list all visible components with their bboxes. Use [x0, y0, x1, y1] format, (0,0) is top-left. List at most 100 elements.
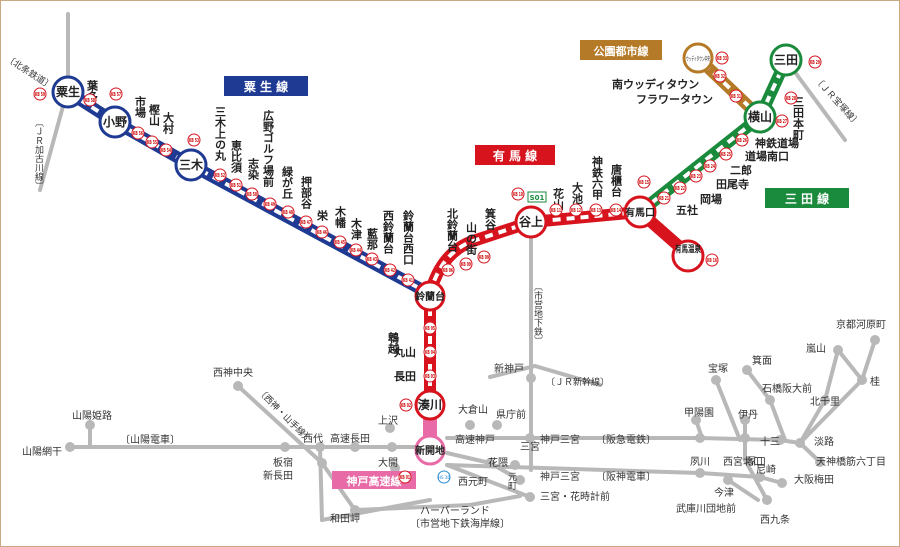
label-tenjinbashi: 天神橋筋六丁目 — [816, 455, 886, 468]
station-code: KB 55 — [147, 140, 157, 146]
label-amagasaki: 尼崎 — [756, 463, 776, 476]
station-code: KB 21 — [659, 196, 669, 202]
station-ono: 小野 — [103, 114, 127, 129]
station-oike: 大池 — [571, 181, 584, 205]
station-code: KB 49 — [265, 202, 275, 208]
label-hankyu: 〔阪急電鉄〕 — [596, 433, 656, 446]
s01-badge — [527, 191, 547, 203]
station-maruyama: 丸山 — [393, 345, 416, 359]
label-awaji: 淡路 — [814, 435, 834, 448]
sanda-small-station-names: 五社 岡場 田尾寺 二郎 道場南口 神鉄道場 三田本町 フラワータウン 南ウッデ… — [612, 77, 805, 217]
station-code: KB 41 — [403, 278, 413, 284]
station-minatogawa: 湊川 — [418, 397, 442, 412]
label-nishidai: 西代 — [303, 433, 323, 445]
major-station-names: 粟生 小野 三木 鈴蘭台 谷上 有馬口 横山 三田 湊川 新開地 — [55, 53, 798, 457]
station-okaba: 岡場 — [700, 192, 722, 206]
station-code: KB 52 — [215, 173, 225, 179]
station-code: KB 12 — [571, 208, 581, 214]
awano-small-station-names: 葉多 市場 樫山 大村 三木上の丸 恵比須 志染 広野ゴルフ場前 緑が丘 押部谷… — [86, 79, 415, 266]
label-shinnagata: 新長田 — [263, 469, 293, 482]
sanda-line-name: 三 田 線 — [785, 191, 829, 206]
station-code: KB 24 — [705, 164, 715, 170]
station-flower: フラワータウン — [636, 93, 713, 106]
label-katsura: 桂 — [870, 375, 880, 388]
station-kiba: 木幡 — [334, 205, 348, 229]
label-hankyu-sannomiya: 神戸三宮 — [540, 433, 580, 446]
awano-line-badge — [224, 76, 308, 96]
kb36-code: HS 36 — [438, 475, 450, 480]
station-code: KB 23 — [691, 174, 701, 180]
station-shintetsurokko: 神鉄六甲 — [591, 155, 604, 201]
station-arimaonsen: 有馬温泉 — [675, 243, 702, 255]
station-nidoba: 二郎 — [730, 163, 752, 177]
label-arashiyama: 嵐山 — [806, 343, 826, 355]
label-shinkansen: 〔ＪＲ新幹線〕 — [546, 376, 609, 388]
station-code: KB 04 — [425, 350, 435, 356]
station-yokoyama: 横山 — [748, 109, 772, 124]
station-code: KB 03 — [425, 374, 435, 380]
station-shinkaichi: 新開地 — [415, 444, 445, 457]
station-sanda: 三田 — [774, 53, 798, 67]
station-mikiuenomaru: 三木上の丸 — [214, 106, 228, 162]
major-stations — [51, 42, 803, 466]
station-code: KB 11 — [551, 208, 561, 214]
awano-line-name: 粟 生 線 — [243, 79, 288, 94]
station-code: KB 01 — [400, 475, 410, 481]
station-omura: 大村 — [162, 111, 175, 135]
station-oshibedani: 押部谷 — [300, 175, 313, 210]
label-wadamisaki: 和田岬 — [330, 513, 360, 525]
label-juso: 十三 — [760, 435, 780, 448]
station-code: KB 54 — [161, 148, 171, 154]
label-hanshin-sannomiya: 神戸三宮 — [540, 470, 580, 483]
station-hiyodorigoe: 鵯越 — [387, 331, 401, 355]
station-code: KB 57 — [111, 92, 121, 98]
station-codes — [33, 51, 822, 484]
station-sanda-honmachi: 三田本町 — [792, 96, 805, 141]
station-karato: 唐櫃台 — [610, 163, 623, 198]
station-code: KB 09 — [461, 262, 471, 268]
station-aibo: 藍那 — [366, 227, 379, 251]
label-itami: 伊丹 — [738, 409, 758, 421]
station-code: KB 15 — [639, 180, 649, 186]
label-tsukaguchi: 塚口 — [746, 456, 766, 468]
station-code: KB 09 — [479, 255, 489, 261]
station-code: KB 33 — [717, 56, 727, 62]
label-nishikujo: 西九条 — [760, 513, 790, 526]
label-ohashi: 大開 — [378, 456, 398, 469]
station-code: KB 44 — [351, 248, 361, 254]
station-code: KB 22 — [675, 186, 685, 192]
station-code: KB 05 — [425, 326, 435, 332]
station-code: KB 16 — [707, 258, 717, 264]
label-kaigan: 〔市営地下鉄海岸線〕 — [410, 517, 510, 530]
label-seishin-chuo: 西神中央 — [213, 366, 253, 379]
label-shiei: 〔市営地下鉄〕 — [532, 282, 543, 345]
south-small-station-names: 鵯越 丸山 長田 — [387, 331, 417, 383]
label-kenchomae: 県庁前 — [496, 408, 526, 421]
station-code: KB 47 — [301, 220, 311, 226]
label-sanyo-aboshi: 山陽網干 — [22, 445, 62, 458]
arima-line-badge — [475, 145, 555, 165]
station-awano: 粟生 — [55, 84, 80, 99]
station-code: KB 42 — [385, 268, 395, 274]
station-code: KB 14 — [611, 208, 621, 214]
station-code: KB 56 — [133, 131, 143, 137]
station-code: KB 32 — [715, 74, 725, 80]
label-mukogawa: 武庫川団地前 — [676, 502, 736, 515]
label-okurayama: 大倉山 — [458, 403, 488, 416]
station-code: KB 31 — [731, 94, 741, 100]
label-kitasenri: 北千里 — [810, 396, 840, 408]
station-suzurandai: 鈴蘭台 — [415, 290, 445, 303]
station-code: KB 13 — [591, 208, 601, 214]
other-railway-labels: 〔北条鉄道〕 〔ＪＲ加古川線〕 〔ＪＲ宝塚線〕 〔市営地下鉄〕 〔ＪＲ新幹線〕 … — [3, 52, 886, 530]
label-nishimotomachi: 西元町 — [458, 477, 488, 488]
station-code: KB 58 — [85, 98, 95, 104]
station-code: KB 10 — [513, 192, 523, 198]
sanda-line-badge — [765, 188, 849, 208]
label-harborland: ハーバーランド — [420, 505, 490, 517]
label-hanakuma: 花隈 — [488, 456, 508, 469]
label-shukugawa: 夙川 — [690, 456, 710, 468]
station-hirono: 広野ゴルフ場前 — [262, 109, 275, 188]
station-code: KB 59 — [35, 92, 45, 98]
label-sannomiya-shiei: 三宮 — [520, 440, 540, 453]
